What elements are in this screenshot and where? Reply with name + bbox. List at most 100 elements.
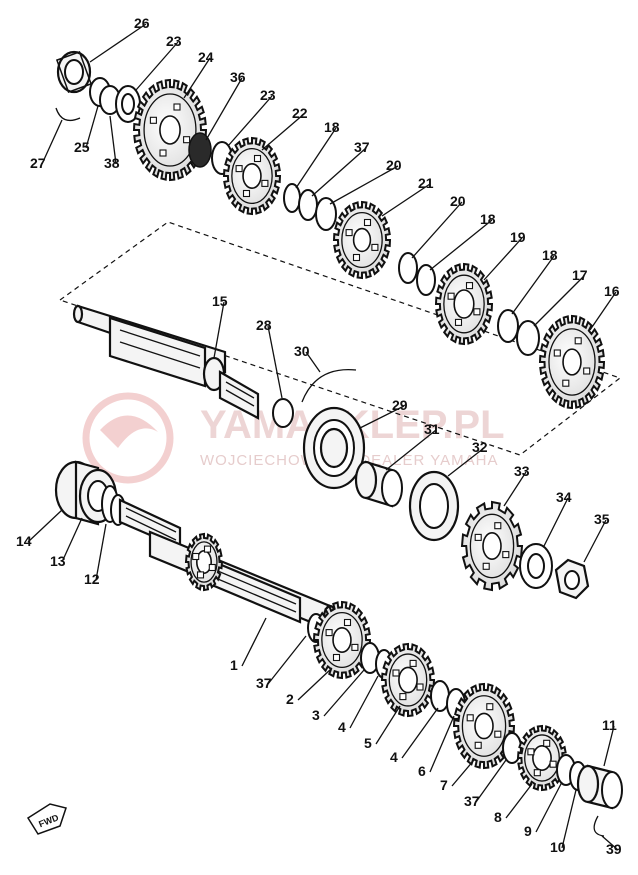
leader-line-37 bbox=[475, 759, 507, 803]
callout-number-29: 29 bbox=[392, 397, 408, 413]
leader-line-23 bbox=[135, 41, 179, 91]
callout-number-23: 23 bbox=[260, 87, 276, 103]
watermark: YAMASKLEP.PL WOJCIECHOWICZ · DEALER YAMA… bbox=[82, 392, 505, 484]
leader-line-16 bbox=[589, 291, 617, 331]
callout-number-13: 13 bbox=[50, 553, 66, 569]
leader-line-21 bbox=[381, 183, 431, 217]
circlip-18b bbox=[416, 264, 436, 296]
leader-line-18 bbox=[511, 255, 555, 315]
callout-labels: 2623243623222725381837202120181918171615… bbox=[16, 15, 622, 857]
leader-line-8 bbox=[505, 783, 533, 819]
leader-line-26 bbox=[89, 23, 147, 63]
callout-number-28: 28 bbox=[256, 317, 272, 333]
leader-line-14 bbox=[27, 509, 63, 543]
leader-line-19 bbox=[483, 237, 523, 281]
oil-seal-32 bbox=[408, 470, 460, 542]
leader-line-17 bbox=[533, 275, 585, 327]
gear-16 bbox=[538, 314, 606, 410]
gear-5 bbox=[380, 642, 436, 718]
leader-line-12 bbox=[95, 523, 107, 581]
leader-line-10 bbox=[561, 789, 577, 849]
callout-number-37: 37 bbox=[256, 675, 272, 691]
main-axle-15 bbox=[72, 304, 260, 420]
callout-number-20: 20 bbox=[386, 157, 402, 173]
washer-20b bbox=[398, 252, 418, 284]
callout-number-37: 37 bbox=[464, 793, 480, 809]
leader-line-6 bbox=[429, 715, 455, 773]
callout-number-4: 4 bbox=[338, 719, 346, 735]
gear-21 bbox=[332, 200, 392, 280]
callout-number-34: 34 bbox=[556, 489, 572, 505]
callout-number-25: 25 bbox=[74, 139, 90, 155]
callout-number-18: 18 bbox=[480, 211, 496, 227]
leader-line-24 bbox=[183, 57, 211, 99]
collar-31 bbox=[354, 460, 403, 508]
callout-number-18: 18 bbox=[324, 119, 340, 135]
leader-line-31 bbox=[385, 429, 437, 471]
leader-line-39 bbox=[601, 835, 619, 851]
callout-number-23: 23 bbox=[166, 33, 182, 49]
callout-number-36: 36 bbox=[230, 69, 246, 85]
leader-line-25 bbox=[85, 105, 99, 149]
gear-22 bbox=[222, 136, 282, 216]
callout-number-12: 12 bbox=[84, 571, 100, 587]
leader-line-34 bbox=[543, 497, 569, 547]
callout-leaders bbox=[27, 23, 619, 851]
callout-number-22: 22 bbox=[292, 105, 308, 121]
callout-number-8: 8 bbox=[494, 809, 502, 825]
leader-line-1 bbox=[241, 617, 267, 667]
gear-7 bbox=[452, 682, 516, 770]
leader-line-35 bbox=[583, 519, 607, 563]
leader-line-18 bbox=[295, 127, 337, 189]
leader-line-38 bbox=[109, 115, 117, 165]
callout-number-32: 32 bbox=[472, 439, 488, 455]
leader-line-30 bbox=[305, 351, 321, 373]
leader-line-4 bbox=[401, 707, 439, 759]
circlip-39 bbox=[593, 815, 605, 837]
leader-line-29 bbox=[359, 405, 405, 429]
washer-28 bbox=[272, 398, 294, 428]
callout-number-2: 2 bbox=[286, 691, 294, 707]
axle-gear bbox=[184, 532, 224, 592]
callout-number-24: 24 bbox=[198, 49, 214, 65]
leader-line-13 bbox=[61, 517, 83, 563]
callout-number-17: 17 bbox=[572, 267, 588, 283]
leader-line-32 bbox=[447, 447, 485, 477]
callout-number-15: 15 bbox=[212, 293, 228, 309]
callout-number-10: 10 bbox=[550, 839, 566, 855]
leader-line-20 bbox=[411, 201, 463, 259]
leader-line-9 bbox=[535, 781, 563, 833]
callout-number-5: 5 bbox=[364, 735, 372, 751]
callout-number-9: 9 bbox=[524, 823, 532, 839]
callout-number-30: 30 bbox=[294, 343, 310, 359]
circlip-18c bbox=[497, 309, 519, 343]
leader-line-15 bbox=[213, 301, 225, 359]
callout-number-18: 18 bbox=[542, 247, 558, 263]
gear-2 bbox=[312, 600, 372, 680]
leader-line-11 bbox=[603, 725, 615, 767]
nut-35 bbox=[554, 558, 590, 600]
callout-number-3: 3 bbox=[312, 707, 320, 723]
callout-number-1: 1 bbox=[230, 657, 238, 673]
callout-number-19: 19 bbox=[510, 229, 526, 245]
washer-17 bbox=[516, 320, 540, 356]
circlip-30 bbox=[301, 368, 357, 403]
callout-number-39: 39 bbox=[606, 841, 622, 857]
leader-line-28 bbox=[267, 325, 283, 399]
callout-number-11: 11 bbox=[602, 717, 617, 733]
callout-number-35: 35 bbox=[594, 511, 610, 527]
callout-number-38: 38 bbox=[104, 155, 120, 171]
callout-number-7: 7 bbox=[440, 777, 448, 793]
gear-8 bbox=[516, 724, 568, 792]
callout-number-14: 14 bbox=[16, 533, 32, 549]
leader-line-22 bbox=[261, 113, 305, 151]
leader-line-4 bbox=[349, 675, 379, 729]
forward-arrow-icon: FWD bbox=[26, 803, 67, 835]
callout-number-16: 16 bbox=[604, 283, 620, 299]
leader-line-36 bbox=[205, 77, 243, 141]
callout-number-26: 26 bbox=[134, 15, 150, 31]
leader-line-7 bbox=[451, 759, 475, 787]
callout-number-37: 37 bbox=[354, 139, 370, 155]
